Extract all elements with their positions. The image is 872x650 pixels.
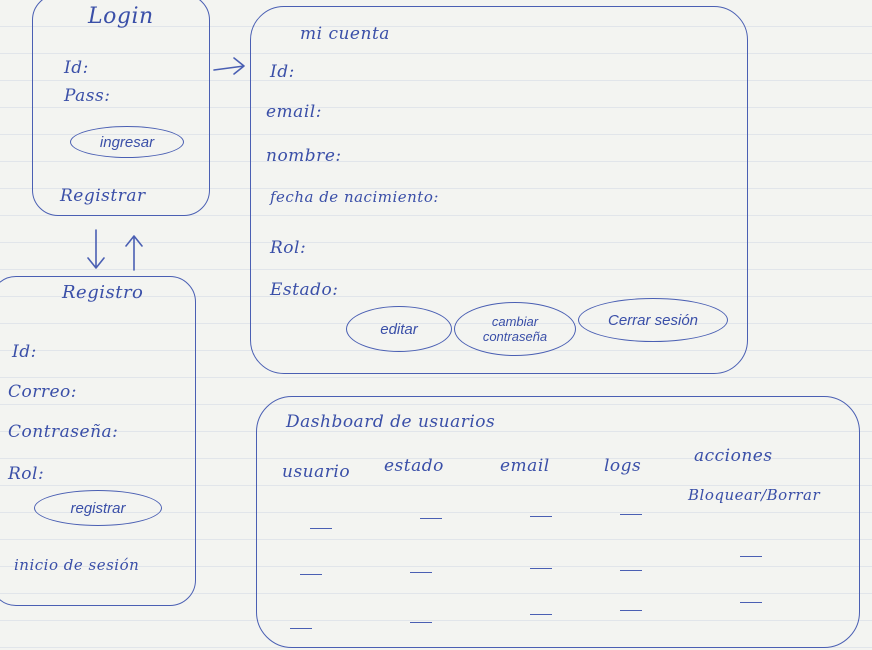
row-placeholder (410, 572, 432, 573)
row-placeholder (530, 516, 552, 517)
column-header-usuario: usuario (282, 462, 351, 482)
row-placeholder (620, 610, 642, 611)
row-placeholder (310, 528, 332, 529)
account-field-status: Estado: (270, 280, 339, 300)
arrow-login-to-account (213, 57, 245, 75)
row-placeholder (530, 568, 552, 569)
login-register-link[interactable]: Registrar (60, 186, 146, 206)
account-panel (250, 6, 748, 374)
edit-button[interactable]: editar (346, 306, 452, 352)
register-email-label: Correo: (8, 382, 78, 402)
account-field-name: nombre: (266, 146, 342, 166)
column-header-email: email (500, 456, 550, 476)
row-placeholder (620, 570, 642, 571)
actions-label[interactable]: Bloquear/Borrar (688, 486, 821, 504)
account-field-email: email: (266, 102, 322, 122)
account-title: mi cuenta (300, 24, 390, 44)
row-placeholder (290, 628, 312, 629)
arrow-login-to-register (87, 229, 105, 269)
dashboard-title: Dashboard de usuarios (286, 412, 496, 432)
account-field-role: Rol: (270, 238, 307, 258)
change-password-button[interactable]: cambiar contraseña (454, 302, 576, 356)
change-password-line1: cambiar (491, 314, 539, 329)
arrow-register-to-login (125, 235, 143, 271)
row-placeholder (620, 514, 642, 515)
register-submit-button[interactable]: registrar (34, 490, 162, 526)
login-submit-button[interactable]: ingresar (70, 126, 184, 158)
row-placeholder (740, 602, 762, 603)
row-placeholder (300, 574, 322, 575)
row-placeholder (740, 556, 762, 557)
column-header-acciones: acciones (694, 446, 773, 466)
register-password-label: Contraseña: (8, 422, 119, 442)
dashboard-panel (256, 396, 860, 648)
column-header-estado: estado (384, 456, 444, 476)
row-placeholder (530, 614, 552, 615)
register-login-link[interactable]: inicio de sesión (14, 556, 140, 574)
row-placeholder (410, 622, 432, 623)
account-field-id: Id: (270, 62, 295, 82)
login-id-label: Id: (64, 58, 89, 78)
login-pass-label: Pass: (64, 86, 111, 106)
row-placeholder (420, 518, 442, 519)
change-password-line2: contraseña (482, 329, 548, 344)
account-field-birthdate: fecha de nacimiento: (270, 188, 439, 206)
register-role-label: Rol: (8, 464, 45, 484)
login-panel (32, 0, 210, 216)
register-id-label: Id: (12, 342, 37, 362)
register-panel (0, 276, 196, 606)
register-title: Registro (62, 282, 144, 303)
logout-button[interactable]: Cerrar sesión (578, 298, 728, 342)
login-title: Login (88, 4, 154, 29)
column-header-logs: logs (604, 456, 642, 476)
